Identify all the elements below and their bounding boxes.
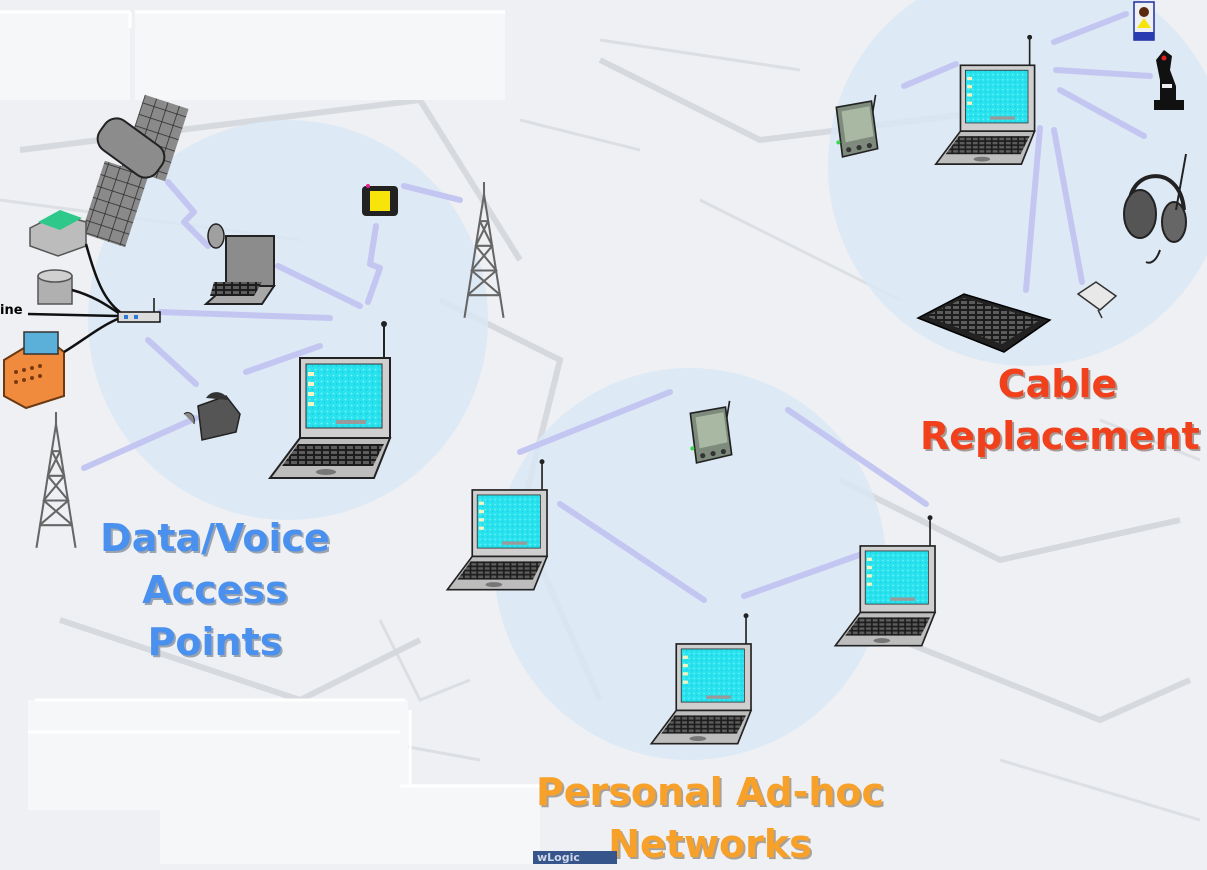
link-arrow [275,263,363,309]
mouse-icon [1076,281,1118,319]
label-line: Networks [608,822,812,866]
link-arrow [157,309,333,321]
label-line: Points [147,620,283,664]
link-arrow [1051,127,1085,285]
database-icon [37,269,73,305]
link-arrow [145,337,199,387]
cordless-phone-icon [183,392,241,441]
printer-icon [29,210,87,257]
label-line: Personal Ad-hoc [535,770,885,814]
label-line: Data/Voice [100,516,330,560]
link-arrow [901,61,959,89]
link-arrow [1023,125,1043,293]
network-cables [27,243,121,354]
satellite-icon [81,94,189,248]
link-arrow [741,551,865,599]
label-line: Cable [997,362,1118,406]
cash-register-icon [3,331,65,410]
link-arrow [1057,87,1147,139]
joystick-icon [1154,50,1184,110]
pager-icon [362,184,398,216]
link-arrow [557,501,707,603]
data-voice-access-points-label: Data/Voice Access Points [90,512,340,668]
link-arrow [81,415,199,471]
link-arrow [365,223,383,305]
cable-replacement-label: Cable Replacement [920,358,1200,462]
link-arrow [785,407,929,507]
link-arrow [243,343,323,375]
link-arrow [165,179,211,249]
label-line: Access [142,568,288,612]
link-arrow [1051,11,1129,45]
link-arrows [81,11,1153,603]
satellite-dish-laptop-icon [203,223,276,305]
link-arrow [1053,67,1153,79]
corner-logo-tag: wLogic [533,851,617,864]
personal-adhoc-networks-label: Personal Ad-hoc Networks [520,766,900,870]
link-arrow [401,183,463,203]
keyboard-icon [916,293,1052,353]
headset-icon [1123,153,1187,264]
label-line: Replacement [920,414,1200,458]
personal-network-zone [494,368,886,760]
phone-user-icon [1133,1,1155,41]
access-point-icon [117,298,161,323]
link-arrow [517,389,673,455]
line-tag: ine [0,303,23,318]
cable-replacement-zone [828,0,1207,366]
